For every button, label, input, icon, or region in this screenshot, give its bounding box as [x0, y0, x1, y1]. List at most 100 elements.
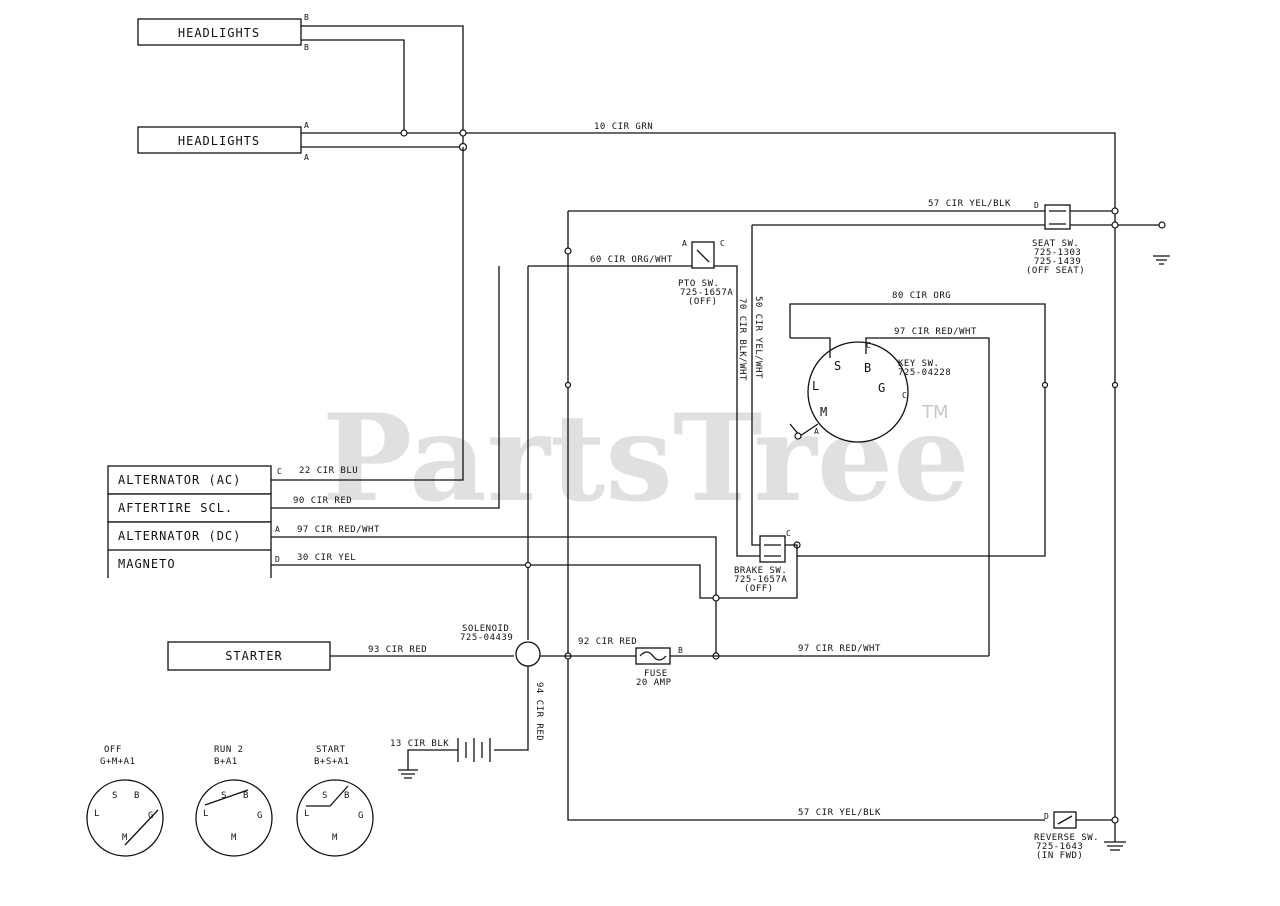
seat-label-3: 725-1439 [1034, 257, 1081, 267]
magneto-label: MAGNETO [118, 557, 176, 571]
seat-switch-box [1044, 204, 1071, 230]
dial-start-l: L [304, 809, 310, 819]
pto-switch-contact [696, 249, 710, 263]
fuse-element-icon [639, 651, 667, 661]
aftermarket-box [107, 493, 272, 523]
pto-switch-box [691, 241, 715, 269]
dial-off-body [86, 779, 164, 857]
wire-97-key [865, 337, 990, 656]
wire-label-94: 94 CIR RED [534, 682, 544, 741]
key-switch-body [807, 341, 909, 443]
magneto-box-sides [107, 550, 272, 578]
wire-10-grn [301, 132, 1116, 820]
fuse-pin-b: B [678, 646, 683, 655]
dial-start: START B+S+A1 S B L G M [296, 745, 374, 857]
wire-hl-top-b [301, 25, 464, 147]
node-hl-1 [400, 129, 408, 137]
solenoid-label-1: SOLENOID [462, 624, 509, 634]
solenoid-label-2: 725-04439 [460, 633, 513, 643]
wire-brake-out [716, 544, 798, 599]
battery-icon [457, 738, 491, 762]
headlights-top-box [137, 18, 302, 46]
key-term-b: B [864, 361, 872, 375]
key-label-1: KEY SW. [898, 359, 939, 369]
watermark-tm: TM [921, 402, 949, 423]
key-term-a: A [814, 427, 819, 436]
dial-start-pointer [306, 785, 349, 807]
wire-90-red [271, 266, 500, 509]
node-brake-return [712, 594, 720, 602]
brake-label-1: BRAKE SW. [734, 566, 787, 576]
wire-30-yel [271, 564, 716, 599]
wire-label-22: 22 CIR BLU [299, 466, 358, 476]
key-term-l: L [812, 379, 820, 393]
dial-run-line1: RUN 2 [214, 745, 244, 755]
pto-label-1: PTO SW. [678, 279, 719, 289]
pto-label-3: (OFF) [688, 297, 718, 307]
reverse-label-2: 725-1643 [1036, 842, 1083, 852]
headlights-bottom-box [137, 126, 302, 154]
wire-label-93: 93 CIR RED [368, 645, 427, 655]
dial-run-s: S [221, 791, 227, 801]
seat-label-2: 725-1303 [1034, 248, 1081, 258]
dial-run-line2: B+A1 [214, 757, 238, 767]
key-term-g: G [878, 381, 886, 395]
fuse-label-1: FUSE [644, 669, 668, 679]
brake-pin-c: C [786, 529, 791, 538]
wire-label-80: 80 CIR ORG [892, 291, 951, 301]
headlights-top-label: HEADLIGHTS [178, 26, 260, 40]
dial-start-b: B [344, 791, 350, 801]
node-80-bus [1041, 381, 1049, 389]
node-60-bus [524, 561, 532, 569]
dial-off-l: L [94, 809, 100, 819]
hl-bot-pin-2: A [304, 153, 309, 162]
dial-run: RUN 2 B+A1 S B L G M [195, 745, 273, 857]
dial-off-pointer [124, 809, 159, 846]
seat-switch-contacts [1049, 210, 1066, 225]
hl-bot-pin-1: A [304, 121, 309, 130]
fuse-label-2: 20 AMP [636, 678, 672, 688]
starter-label: STARTER [225, 649, 283, 663]
dial-run-b: B [243, 791, 249, 801]
wire-hl-top-b2 [301, 39, 405, 133]
dial-run-l: L [203, 809, 209, 819]
alternator-dc-box [107, 521, 272, 551]
pto-pin-a: A [682, 239, 687, 248]
pto-pin-c: C [720, 239, 725, 248]
wire-label-57-top: 57 CIR YEL/BLK [928, 199, 1011, 209]
node-reverse [1111, 816, 1119, 824]
dial-off-m: M [122, 833, 128, 843]
key-term-c2: C [902, 391, 907, 400]
brake-label-3: (OFF) [744, 584, 774, 594]
reverse-label-3: (IN FWD) [1036, 851, 1083, 861]
wire-pto-to-brake [714, 265, 760, 557]
dial-start-s: S [322, 791, 328, 801]
wire-label-70: 70 CIR BLK/WHT [737, 298, 747, 381]
alt-ac-pin: C [277, 467, 282, 476]
key-term-s: S [834, 359, 842, 373]
dial-off-s: S [112, 791, 118, 801]
brake-label-2: 725-1657A [734, 575, 787, 585]
headlights-bottom-label: HEADLIGHTS [178, 134, 260, 148]
wire-label-30: 30 CIR YEL [297, 553, 356, 563]
reverse-label-1: REVERSE SW. [1034, 833, 1099, 843]
seat-ground-icon [1153, 255, 1170, 265]
dial-start-body [296, 779, 374, 857]
dial-off-line2: G+M+A1 [100, 757, 136, 767]
reverse-switch-contact [1057, 815, 1073, 825]
node-grn-bus [1111, 381, 1119, 389]
wire-label-10: 10 CIR GRN [594, 122, 653, 132]
wire-label-57-bot: 57 CIR YEL/BLK [798, 808, 881, 818]
dial-run-body [195, 779, 273, 857]
dial-off-g: G [148, 811, 154, 821]
wire-label-50: 50 CIR YEL/WHT [753, 296, 763, 379]
solenoid-body [515, 641, 541, 667]
hl-top-pin-1: B [304, 13, 309, 22]
wire-13-blk [407, 749, 458, 770]
reverse-pin-d: D [1044, 812, 1049, 821]
node-seat-ground [1158, 221, 1166, 229]
wire-label-97-key: 97 CIR RED/WHT [894, 327, 977, 337]
seat-pin-d: D [1034, 201, 1039, 210]
wire-94-red [494, 666, 529, 751]
